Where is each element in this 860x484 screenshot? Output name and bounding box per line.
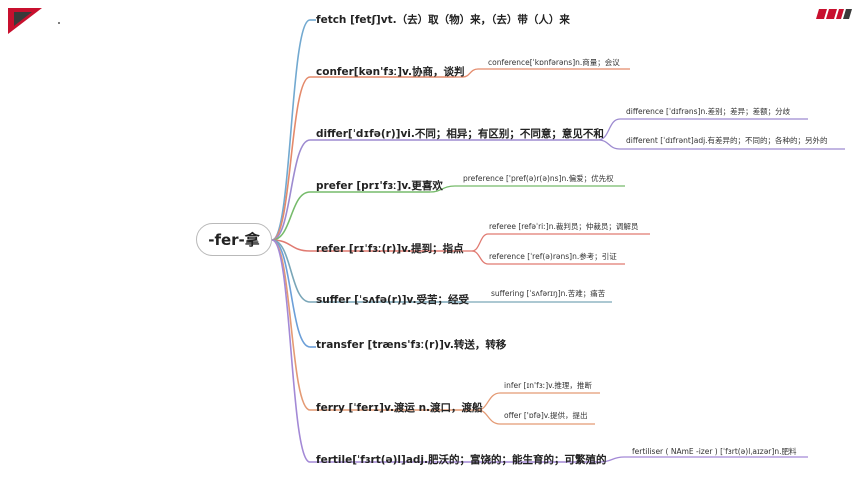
leaf-offer: offer ['ɒfə]v.提供，提出 xyxy=(504,411,588,420)
connector-fertiliser xyxy=(599,456,625,463)
logo-dark-stripe xyxy=(843,9,852,19)
branch-differ: differ[ˈdɪfə(r)]vi.不同；相异；有区别；不同意；意见不和 xyxy=(316,128,604,140)
leaf-difference: difference [ˈdɪfrəns]n.差别；差异；差额；分歧 xyxy=(626,107,791,116)
logo-red-stripe xyxy=(836,9,844,19)
logo-dark-triangle xyxy=(14,12,32,26)
leaf-infer: infer [ɪn'fɜː]v.推理，推断 xyxy=(504,381,592,390)
connector-fertile xyxy=(271,239,311,463)
leaf-preference: preference ['pref(ə)r(ə)ns]n.偏爱；优先权 xyxy=(463,174,614,183)
connector-ferry xyxy=(271,239,311,411)
leaf-conference: conference[ˈkɒnfərəns]n.商量；会议 xyxy=(488,58,620,67)
connector-fetch xyxy=(271,19,311,241)
connector-referee xyxy=(471,233,489,252)
decorative-dot xyxy=(58,22,60,24)
leaf-referee: referee [refəˈriː]n.裁判员；仲裁员；调解员 xyxy=(489,222,639,231)
leaf-reference: reference [ˈref(ə)rəns]n.参考；引证 xyxy=(489,252,617,261)
branch-confer: confer[kən'fɜː]v.协商，谈判 xyxy=(316,66,465,78)
branch-suffer: suffer [ˈsʌfə(r)]v.受苦；经受 xyxy=(316,294,470,306)
root-label: -fer-拿 xyxy=(208,231,260,249)
root-node: -fer-拿 xyxy=(196,223,272,256)
connector-reference xyxy=(471,250,489,265)
connector-suffer xyxy=(271,239,311,303)
stripes-logo-icon xyxy=(816,9,852,19)
branch-fertile: fertile[ˈfɜrt(ə)l]adj.肥沃的；富饶的；能生育的；可繁殖的 xyxy=(316,454,607,466)
branch-refer: refer [rɪˈfɜː(r)]v.提到；指点 xyxy=(316,243,464,255)
connector-prefer xyxy=(271,191,311,241)
connector-difference xyxy=(597,118,621,141)
connector-transfer xyxy=(271,239,311,348)
branch-prefer: prefer [prɪ'fɜː]v.更喜欢 xyxy=(316,180,443,192)
connector-infer xyxy=(477,392,501,411)
connector-conference-curve xyxy=(462,68,479,78)
connector-preference xyxy=(429,185,456,193)
branch-ferry: ferry [ˈferɪ]v.渡运 n.渡口，渡船 xyxy=(316,402,483,414)
connector-differ xyxy=(271,139,311,241)
leaf-different: different [ˈdɪfrənt]adj.有差异的；不同的；各种的；另外的 xyxy=(626,136,828,145)
connector-confer xyxy=(271,76,311,241)
leaf-suffering: suffering [ˈsʌfərɪŋ]n.苦难；痛苦 xyxy=(491,289,606,298)
connector-offer xyxy=(477,409,501,425)
logo-red-stripe xyxy=(816,9,827,19)
logo-red-stripe xyxy=(826,9,837,19)
connector-different xyxy=(597,139,621,150)
leaf-fertiliser: fertiliser ( NAmE -izer ) [ˈfɜrt(ə)lˌaɪz… xyxy=(632,447,797,456)
corner-logo-icon xyxy=(8,8,42,34)
branch-transfer: transfer [træns'fɜː(r)]v.转送，转移 xyxy=(316,339,507,351)
branch-fetch: fetch [fetʃ]vt.（去）取（物）来，（去）带（人）来 xyxy=(316,14,570,26)
